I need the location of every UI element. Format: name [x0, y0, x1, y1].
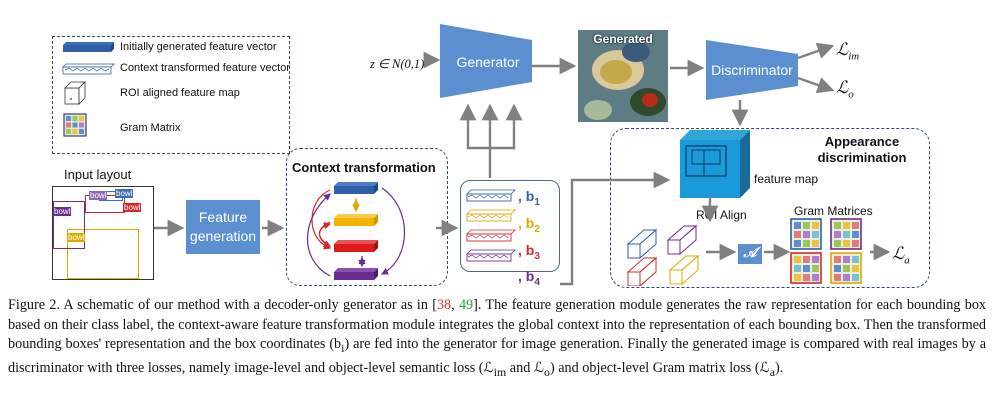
context-transformation-diagram — [307, 182, 405, 280]
loss-a: ℒa — [892, 244, 910, 267]
feature-generation-box: Feature generation — [186, 200, 260, 254]
box-coordinates: , b1 , b2 , b3 , b4 — [518, 186, 540, 293]
legend-box — [52, 36, 290, 154]
input-layout-canvas: bowl bowl bowl bowl bowl — [52, 186, 154, 280]
transformed-vectors — [466, 189, 516, 262]
box-coord-2: , b2 — [518, 214, 540, 235]
gram-matrix-4 — [830, 252, 862, 284]
layout-box-yellow — [67, 229, 139, 279]
gram-matrix-icon — [63, 113, 87, 137]
context-vector-icon — [62, 63, 115, 75]
figure-caption: Figure 2. A schematic of our method with… — [8, 297, 987, 379]
feature-map-label: feature map — [754, 172, 819, 186]
appearance-title: Appearance discrimination — [817, 134, 907, 165]
roi-map-red — [626, 256, 658, 286]
initial-vector-icon — [63, 42, 114, 52]
layout-label-5: bowl — [115, 189, 134, 198]
legend-icons — [62, 42, 115, 137]
appearance-discrimination-box — [610, 128, 930, 288]
generated-image: Generated — [578, 30, 668, 122]
transformed-vector-blue — [466, 189, 516, 202]
roi-map-purple — [666, 224, 698, 256]
loss-im: ℒim — [836, 40, 860, 63]
feature-map-cube — [680, 130, 750, 198]
legend-context-label: Context transformed feature vector — [120, 62, 290, 74]
legend-roi-label: ROI aligned feature map — [120, 87, 240, 99]
box-coord-1: , b1 — [518, 188, 540, 208]
layout-label-2: bowl — [123, 203, 142, 212]
transformed-vector-purple — [466, 249, 516, 262]
feature-generation-line1: Feature — [198, 209, 248, 225]
ct-vector-red — [334, 240, 378, 252]
transformed-vector-yellow — [466, 209, 516, 222]
roi-feature-maps — [626, 224, 700, 286]
legend-initial-label: Initially generated feature vector — [120, 41, 277, 53]
generator-label: Generator — [456, 54, 520, 70]
transformed-vector-red — [466, 229, 516, 242]
gram-matrix-1 — [790, 218, 822, 250]
context-transformation-box — [286, 148, 448, 286]
citation-38[interactable]: 38 — [436, 297, 452, 313]
box-coord-4: , b4 — [518, 268, 540, 289]
roi-map-icon — [64, 81, 86, 105]
noise-label: z ∈ N(0,1) — [370, 57, 425, 71]
layout-box-purple — [53, 201, 85, 249]
layout-label-3: bowl — [53, 207, 72, 216]
legend-gram-label: Gram Matrix — [120, 122, 181, 134]
gram-matrix-2 — [830, 218, 862, 250]
aggregation-operator: 𝒜 — [738, 244, 762, 264]
discriminator-label: Discriminator — [711, 62, 793, 78]
input-layout-title: Input layout — [64, 167, 132, 182]
ct-vector-yellow — [334, 214, 378, 226]
generated-label: Generated — [593, 32, 653, 46]
roi-map-blue — [626, 228, 658, 260]
context-transformation-title: Context transformation — [292, 160, 436, 175]
generated-food-image — [578, 30, 668, 122]
roi-map-yellow — [668, 254, 700, 286]
gram-matrix-3 — [790, 252, 822, 284]
gram-matrices — [790, 218, 862, 284]
loss-o: ℒo — [836, 78, 854, 101]
discriminator-shape — [706, 40, 798, 100]
layout-label-1: bowl — [89, 191, 108, 200]
generator-shape — [440, 24, 532, 98]
transformed-vectors-box — [460, 180, 560, 272]
box-coord-3: , b3 — [518, 241, 540, 262]
feature-generation-line2: generation — [189, 228, 257, 244]
citation-49[interactable]: 49 — [458, 297, 474, 313]
ct-vector-purple — [334, 268, 378, 280]
flow-arrows — [154, 42, 891, 286]
ct-vector-blue — [334, 182, 378, 194]
layout-label-4: bowl — [67, 233, 86, 242]
gram-matrices-label: Gram Matrices — [794, 204, 873, 218]
